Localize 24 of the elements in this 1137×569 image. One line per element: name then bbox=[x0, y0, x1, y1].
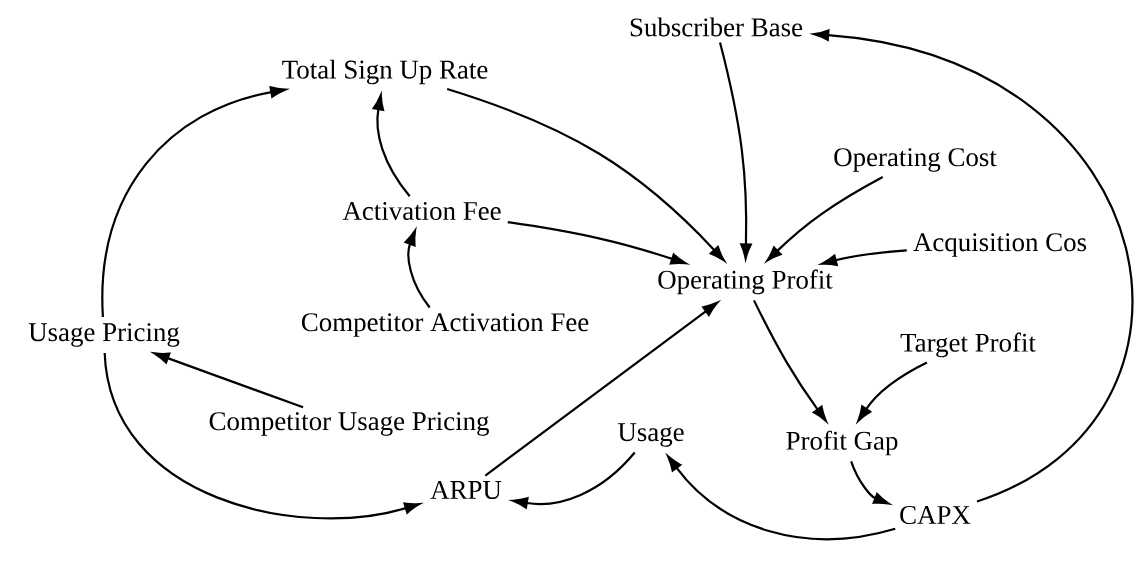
variable-label: ARPU bbox=[430, 480, 502, 499]
arrow bbox=[484, 301, 719, 477]
variable-label: Activation Fee bbox=[342, 201, 501, 221]
variable-label: Target Profit bbox=[900, 332, 1036, 358]
arrow bbox=[667, 455, 896, 541]
arrow bbox=[103, 352, 421, 520]
arrow bbox=[404, 229, 431, 309]
variable-label: Competitor Activation Fee bbox=[301, 313, 589, 337]
arrow bbox=[101, 86, 287, 317]
variable-label: CAPX bbox=[900, 505, 971, 525]
arrow bbox=[446, 87, 725, 262]
variable-label: Operating Cost bbox=[834, 148, 997, 172]
variable-label: Competitor Usage Pricing bbox=[209, 412, 489, 436]
variable-label: Total Sign Up Rate bbox=[282, 59, 488, 85]
variable-label: Subscriber Base bbox=[630, 17, 803, 37]
variable-label: Operating Profit bbox=[658, 269, 833, 295]
arrow bbox=[766, 176, 884, 262]
arrow bbox=[153, 352, 304, 409]
variable-label: Acquisition Cos bbox=[913, 233, 1087, 257]
arrow bbox=[850, 461, 890, 505]
variable-label: Usage Pricing bbox=[28, 323, 180, 347]
variable-label: Profit Gap bbox=[786, 430, 898, 456]
variable-label: Usage bbox=[617, 423, 684, 447]
arrow bbox=[857, 361, 928, 422]
